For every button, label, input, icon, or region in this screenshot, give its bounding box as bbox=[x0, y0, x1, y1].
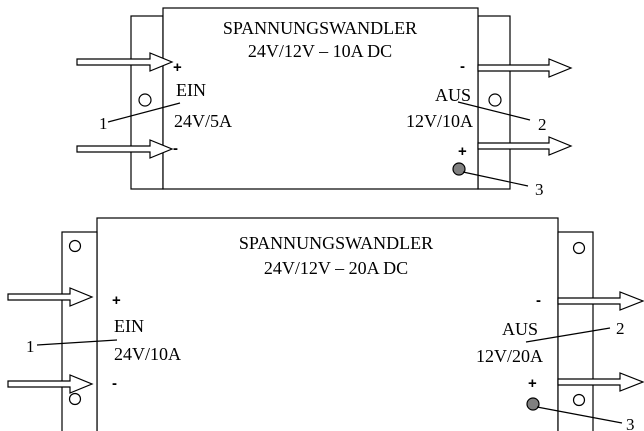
callout-line-1 bbox=[107, 102, 181, 123]
output-minus-sign: - bbox=[460, 58, 465, 75]
input-minus-sign: - bbox=[173, 140, 178, 157]
output-label: AUS bbox=[435, 85, 471, 105]
output-rating: 12V/20A bbox=[476, 346, 543, 366]
callout-line-3 bbox=[536, 406, 623, 424]
left-mounting-hole bbox=[138, 93, 152, 107]
callout-number-3: 3 bbox=[535, 180, 544, 199]
output-label: AUS bbox=[502, 319, 538, 339]
output-plus-sign: + bbox=[528, 375, 537, 392]
callout-number-1: 1 bbox=[26, 337, 35, 356]
right-bottom-mounting-hole bbox=[572, 393, 586, 407]
input-rating: 24V/10A bbox=[114, 344, 181, 364]
callout-number-2: 2 bbox=[616, 319, 625, 338]
callout-number-2: 2 bbox=[538, 115, 547, 134]
callout-line-2 bbox=[457, 101, 531, 121]
output-minus-arrow-icon bbox=[557, 291, 644, 311]
input-plus-sign: + bbox=[173, 59, 182, 76]
input-label: EIN bbox=[176, 80, 206, 100]
input-plus-arrow-icon bbox=[7, 287, 94, 307]
output-rating: 12V/10A bbox=[406, 111, 473, 131]
output-plus-sign: + bbox=[458, 143, 467, 160]
converter-10a: SPANNUNGSWANDLER 24V/12V – 10A DC + EIN … bbox=[76, 7, 573, 199]
callout-number-3: 3 bbox=[626, 415, 635, 431]
right-top-mounting-hole bbox=[572, 241, 586, 255]
output-plus-arrow-icon bbox=[477, 136, 573, 156]
converter-20a: SPANNUNGSWANDLER 24V/12V – 20A DC + EIN … bbox=[7, 217, 644, 431]
status-led-icon bbox=[452, 162, 466, 176]
right-mounting-hole bbox=[488, 93, 502, 107]
callout-number-1: 1 bbox=[99, 114, 108, 133]
output-minus-sign: - bbox=[536, 292, 541, 309]
input-label: EIN bbox=[114, 316, 144, 336]
status-led-icon bbox=[526, 397, 540, 411]
input-rating: 24V/5A bbox=[174, 111, 232, 131]
output-plus-arrow-icon bbox=[557, 372, 644, 392]
input-minus-sign: - bbox=[112, 375, 117, 392]
title-line-1: SPANNUNGSWANDLER bbox=[223, 18, 417, 38]
callout-line-2 bbox=[525, 327, 611, 343]
left-bottom-mounting-hole bbox=[68, 392, 82, 406]
output-minus-arrow-icon bbox=[477, 58, 573, 78]
title-line-2: 24V/12V – 20A DC bbox=[264, 258, 408, 278]
input-plus-arrow-icon bbox=[76, 52, 174, 72]
input-minus-arrow-icon bbox=[7, 374, 94, 394]
left-top-mounting-hole bbox=[68, 239, 82, 253]
converter-body bbox=[162, 7, 479, 190]
callout-line-3 bbox=[462, 171, 529, 187]
title-line-2: 24V/12V – 10A DC bbox=[248, 41, 392, 61]
input-minus-arrow-icon bbox=[76, 139, 174, 159]
callout-line-1 bbox=[36, 339, 118, 346]
input-plus-sign: + bbox=[112, 292, 121, 309]
title-line-1: SPANNUNGSWANDLER bbox=[239, 233, 433, 253]
